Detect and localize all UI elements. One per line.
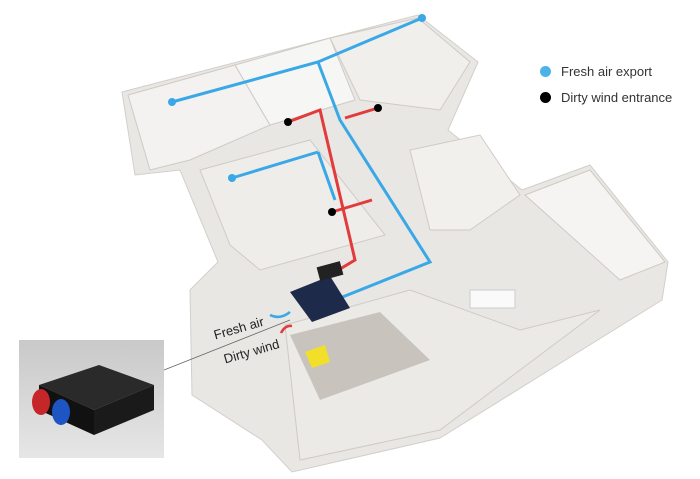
callout-line [163, 319, 291, 371]
ventilator-product-photo [19, 340, 164, 458]
outlet-markers [168, 14, 426, 216]
legend-item-fresh-air: Fresh air export [540, 58, 672, 84]
dirty-inlet-2 [374, 104, 382, 112]
fresh-air-arrow [269, 311, 291, 319]
fresh-outlet-3 [418, 14, 426, 22]
dirty-duct-bathroom [287, 107, 357, 277]
legend: Fresh air export Dirty wind entrance [540, 58, 672, 110]
room-balcony [524, 169, 666, 281]
fresh-air-ducts [171, 16, 433, 300]
dirty-inlet-3 [328, 208, 336, 216]
fresh-outlet-2 [228, 174, 236, 182]
dirty-wind-ducts [287, 106, 379, 277]
fresh-duct-main [316, 151, 337, 201]
fresh-outlet-1 [168, 98, 176, 106]
ventilation-unit [290, 276, 350, 322]
dining-table [469, 289, 516, 309]
dirty-wind-arrow [279, 324, 293, 334]
dirty-duct-bedroom-middle [331, 198, 373, 214]
room-kitchen [409, 134, 521, 231]
black-dot-icon [540, 91, 551, 103]
legend-item-dirty-wind: Dirty wind entrance [540, 84, 672, 110]
ventilator-box-image [32, 365, 154, 435]
dirty-inlet-1 [284, 118, 292, 126]
chair-yellow [305, 345, 330, 368]
tv [316, 261, 344, 281]
fresh-duct-bedroom-middle [231, 150, 319, 180]
dirty-duct-bedroom-right [344, 106, 379, 120]
legend-label: Dirty wind entrance [561, 89, 673, 105]
living-rug [290, 312, 430, 400]
blue-dot-icon [540, 65, 551, 77]
fresh-duct-vertical [316, 61, 433, 300]
room-bedroom-top [127, 64, 271, 171]
legend-label: Fresh air export [561, 63, 653, 79]
